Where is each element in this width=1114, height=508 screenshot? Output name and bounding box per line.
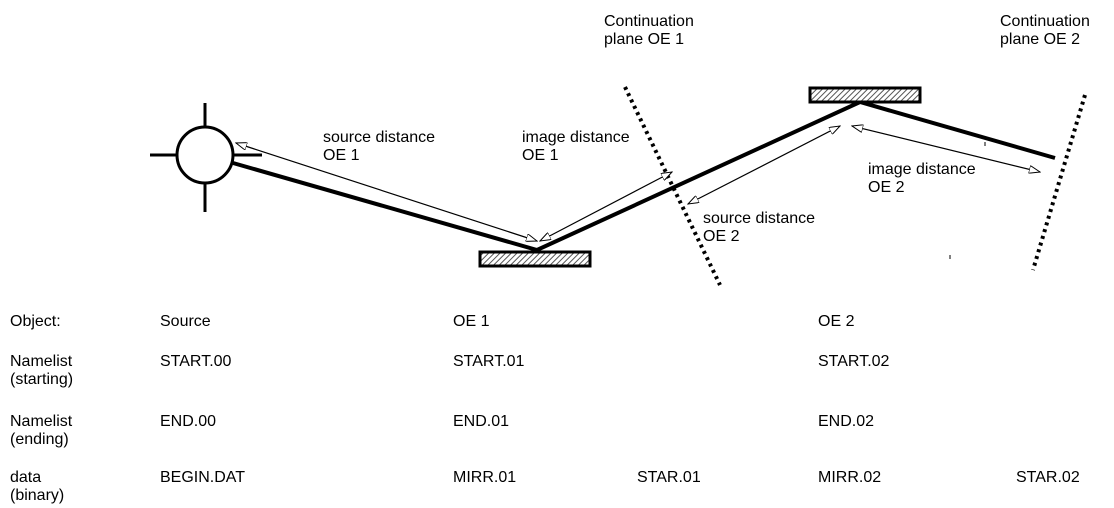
- cell-oe1: OE 1: [453, 313, 490, 330]
- source-distance-oe2-arrow: [688, 126, 840, 204]
- cell-mirr-02: MIRR.02: [818, 469, 882, 486]
- cell-oe2: OE 2: [818, 313, 855, 330]
- cell-end-01: END.01: [453, 413, 510, 430]
- row-head-data-binary: data (binary): [10, 469, 65, 504]
- cell-start-01: START.01: [453, 353, 525, 370]
- mirror-oe2: [808, 86, 922, 104]
- row-head-namelist-ending: Namelist (ending): [10, 413, 73, 448]
- source-distance-oe1-arrow: [236, 143, 537, 241]
- mirror-oe1: [478, 250, 592, 268]
- cell-source: Source: [160, 313, 211, 330]
- continuation-plane-oe1-label: Continuation plane OE 1: [604, 13, 694, 48]
- cell-start-02: START.02: [818, 353, 890, 370]
- cell-star-02: STAR.02: [1016, 469, 1080, 486]
- source-distance-oe2-label: source distance OE 2: [703, 210, 816, 245]
- cell-begin-dat: BEGIN.DAT: [160, 469, 246, 486]
- cell-end-02: END.02: [818, 413, 875, 430]
- cell-end-00: END.00: [160, 413, 217, 430]
- image-distance-oe2-arrow: [852, 126, 1040, 172]
- cell-start-00: START.00: [160, 353, 232, 370]
- cell-star-01: STAR.01: [637, 469, 701, 486]
- row-head-object: Object:: [10, 313, 61, 330]
- image-distance-oe2-label: image distance OE 2: [868, 161, 976, 196]
- source-distance-oe1-label: source distance OE 1: [323, 129, 436, 164]
- continuation-plane-oe2: [1031, 94, 1087, 271]
- cell-mirr-01: MIRR.01: [453, 469, 517, 486]
- image-distance-oe1-arrow: [540, 172, 672, 241]
- optical-layout-diagram: [150, 86, 1087, 286]
- continuation-plane-oe1: [623, 86, 722, 286]
- image-distance-oe1-label: image distance OE 1: [522, 129, 630, 164]
- source-symbol: [150, 103, 262, 212]
- row-head-namelist-starting: Namelist (starting): [10, 353, 74, 388]
- continuation-plane-oe2-label: Continuation plane OE 2: [1000, 13, 1090, 48]
